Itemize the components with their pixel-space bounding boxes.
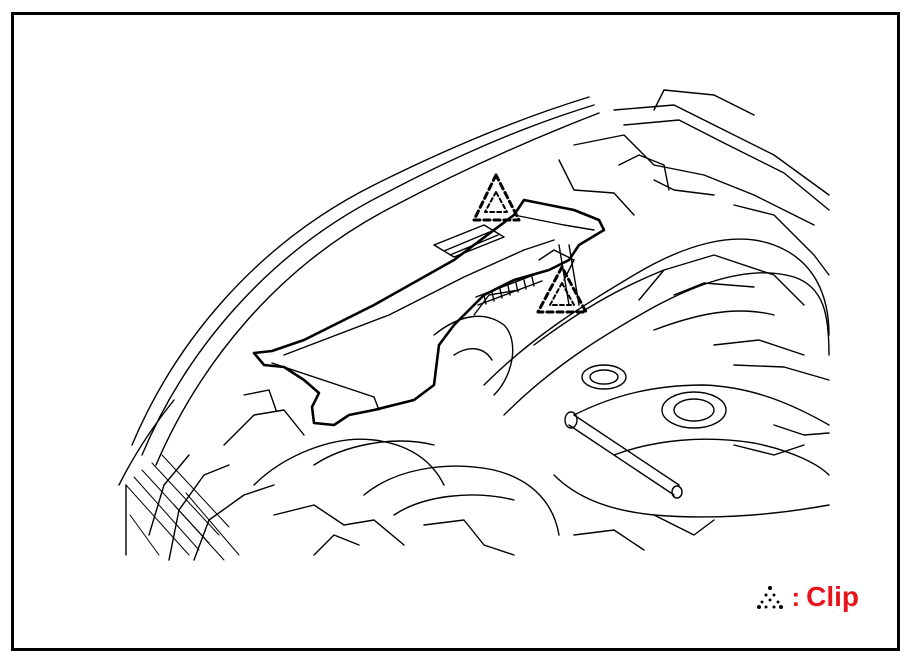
engine-top-cover [483, 238, 830, 518]
dipstick-rod [564, 411, 715, 536]
legend: : Clip [755, 581, 859, 613]
lower-bay-details [223, 289, 645, 556]
engine-compartment-drawing [118, 89, 830, 561]
clip-callout-top [472, 173, 521, 222]
legend-separator: : [791, 581, 801, 612]
clip-callout-right [536, 265, 588, 314]
upper-components [558, 89, 830, 276]
figure-frame: : Clip [11, 12, 900, 651]
clip-symbol-icon [757, 586, 784, 609]
grille-hatch [125, 454, 240, 561]
air-cleaner-cover-detail [271, 214, 595, 411]
fender-lines [118, 96, 600, 561]
legend-label: Clip [806, 581, 859, 612]
